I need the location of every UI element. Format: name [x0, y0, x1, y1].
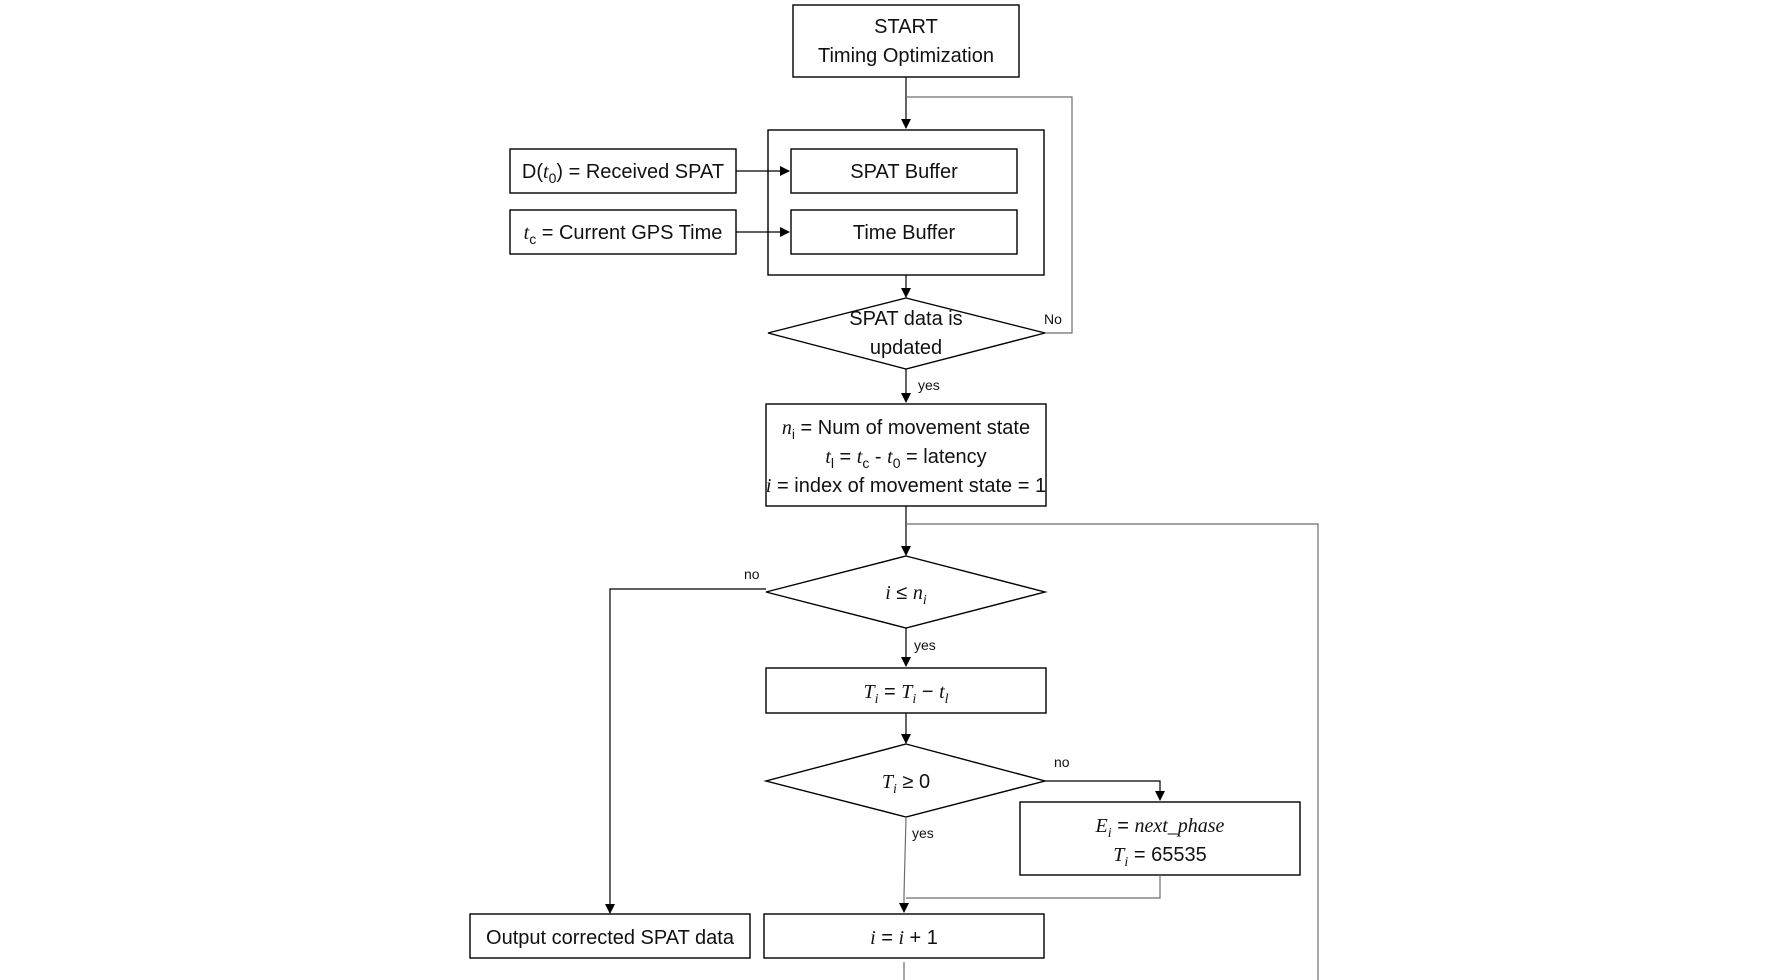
gps-time-text: tc = Current GPS Time: [524, 222, 723, 247]
connector-loop-back: [903, 523, 1319, 980]
no-label-T: no: [1054, 754, 1070, 770]
no-label-updated: No: [1044, 311, 1062, 327]
time-buffer-box: Time Buffer: [790, 209, 1018, 255]
time-buffer-label: Time Buffer: [853, 222, 956, 244]
decision-loop: i ≤ ni: [765, 555, 1048, 629]
update-T-formula: Ti = Ti − tl: [863, 681, 948, 707]
start-subtitle: Timing Optimization: [818, 45, 994, 67]
received-spat-input: D(t0) = Received SPAT: [509, 148, 737, 194]
init-line-index: i = index of movement state = 1: [766, 475, 1046, 497]
spat-buffer-box: SPAT Buffer: [790, 148, 1018, 194]
reset-T-value: Ti = 65535: [1113, 844, 1206, 870]
decision-T-condition: Ti ≥ 0: [882, 771, 930, 797]
decision-spat-updated-line2: updated: [870, 337, 942, 359]
spat-buffer-label: SPAT Buffer: [850, 161, 958, 183]
received-spat-text: D(t0) = Received SPAT: [522, 161, 724, 186]
output-label: Output corrected SPAT data: [486, 927, 735, 949]
reset-next-phase: Ei = next_phase: [1095, 815, 1225, 841]
init-line-num-states: ni = Num of movement state: [782, 417, 1030, 442]
no-label-loop: no: [744, 566, 760, 582]
yes-label-updated: yes: [918, 377, 940, 393]
output-box: Output corrected SPAT data: [469, 913, 751, 959]
decision-spat-updated-line1: SPAT data is: [849, 308, 962, 330]
connector-reset-to-increment: [906, 875, 1161, 899]
connector-loop-to-output: [605, 588, 766, 914]
decision-T: Ti ≥ 0: [763, 743, 1048, 818]
reset-box: Ei = next_phase Ti = 65535: [1019, 801, 1301, 876]
connector-T-to-increment: [899, 816, 909, 913]
connector-no-loop: [906, 96, 1073, 334]
decision-spat-updated: SPAT data is updated: [767, 297, 1046, 370]
connector-T-to-reset: [1045, 780, 1165, 801]
decision-loop-condition: i ≤ ni: [885, 582, 927, 608]
increment-box: i = i + 1: [763, 913, 1045, 959]
init-box: ni = Num of movement state tl = tc - t0 …: [765, 403, 1047, 507]
update-T-box: Ti = Ti − tl: [765, 667, 1047, 714]
increment-formula: i = i + 1: [870, 927, 938, 949]
start-box: START Timing Optimization: [792, 4, 1020, 78]
gps-time-input: tc = Current GPS Time: [509, 209, 737, 255]
init-line-latency: tl = tc - t0 = latency: [825, 446, 986, 471]
yes-label-loop: yes: [914, 637, 936, 653]
yes-label-T: yes: [912, 825, 934, 841]
start-label: START: [874, 16, 938, 38]
